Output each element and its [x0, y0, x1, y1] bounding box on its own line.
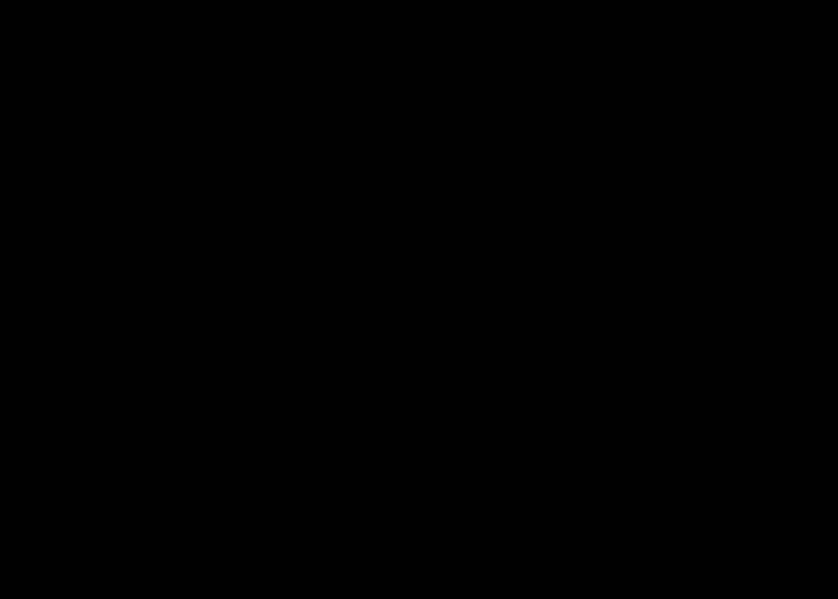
drawing-title	[203, 148, 703, 198]
